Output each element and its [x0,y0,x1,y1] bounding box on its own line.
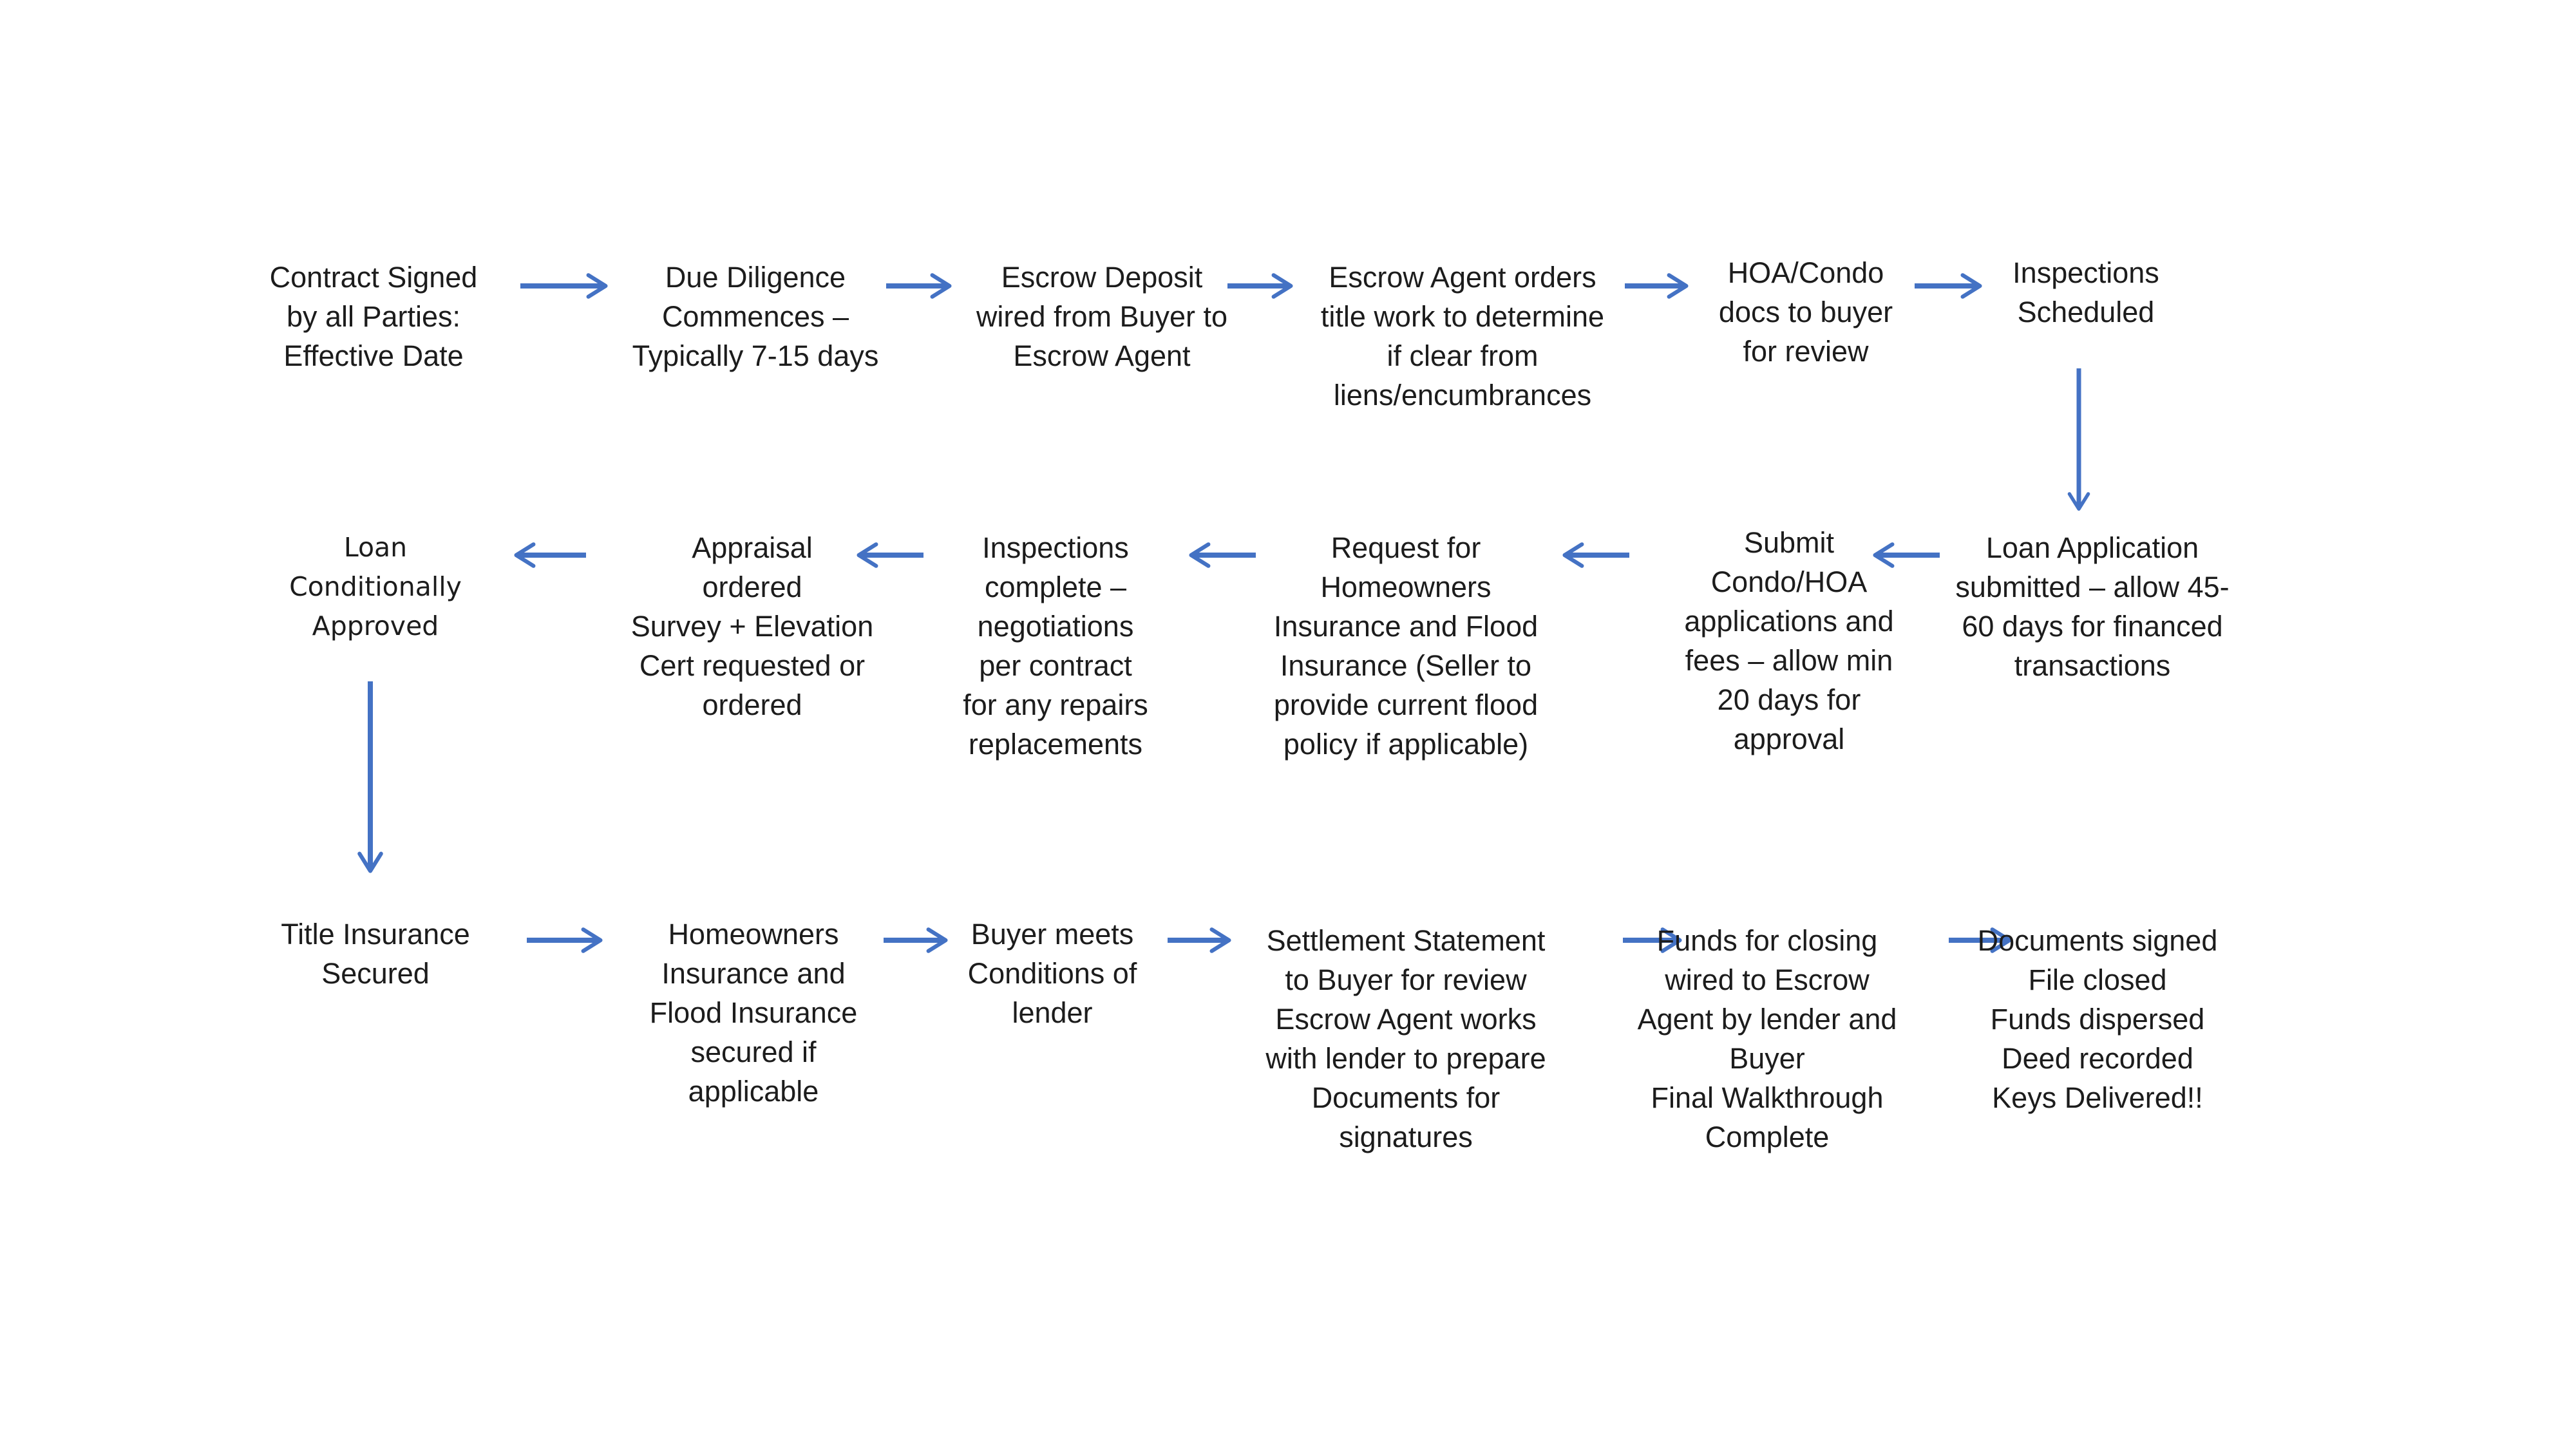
step-hoa-docs: HOA/Condo docs to buyer for review [1718,256,1893,368]
step-loan-application: Loan Application submitted – allow 45- 6… [1955,531,2230,682]
step-request-insurance: Request for Homeowners Insurance and Flo… [1273,531,1539,761]
step-title-insurance: Title Insurance Secured [281,918,470,990]
step-inspections-complete: Inspections complete – negotiations per … [963,531,1148,761]
step-escrow-deposit: Escrow Deposit wired from Buyer to Escro… [976,261,1228,372]
step-appraisal-ordered: Appraisal ordered Survey + Elevation Cer… [630,531,874,721]
step-due-diligence: Due Diligence Commences – Typically 7-15… [632,261,879,372]
step-funds-for-closing: Funds for closing wired to Escrow Agent … [1637,924,1897,1153]
step-submit-condo-hoa: Submit Condo/HOA applications and fees –… [1684,526,1894,755]
step-contract-signed: Contract Signed by all Parties: Effectiv… [269,261,478,372]
step-title-work: Escrow Agent orders title work to determ… [1320,261,1605,412]
step-settlement-statement: Settlement Statement to Buyer for review… [1265,924,1546,1153]
step-inspections-scheduled: Inspections Scheduled [2012,256,2159,328]
step-homeowners-insurance: Homeowners Insurance and Flood Insurance… [649,918,858,1108]
step-loan-conditionally-approved: Loan Conditionally Approved [289,532,462,641]
step-documents-signed: Documents signed File closed Funds dispe… [1977,924,2218,1114]
step-buyer-conditions: Buyer meets Conditions of lender [967,918,1137,1029]
